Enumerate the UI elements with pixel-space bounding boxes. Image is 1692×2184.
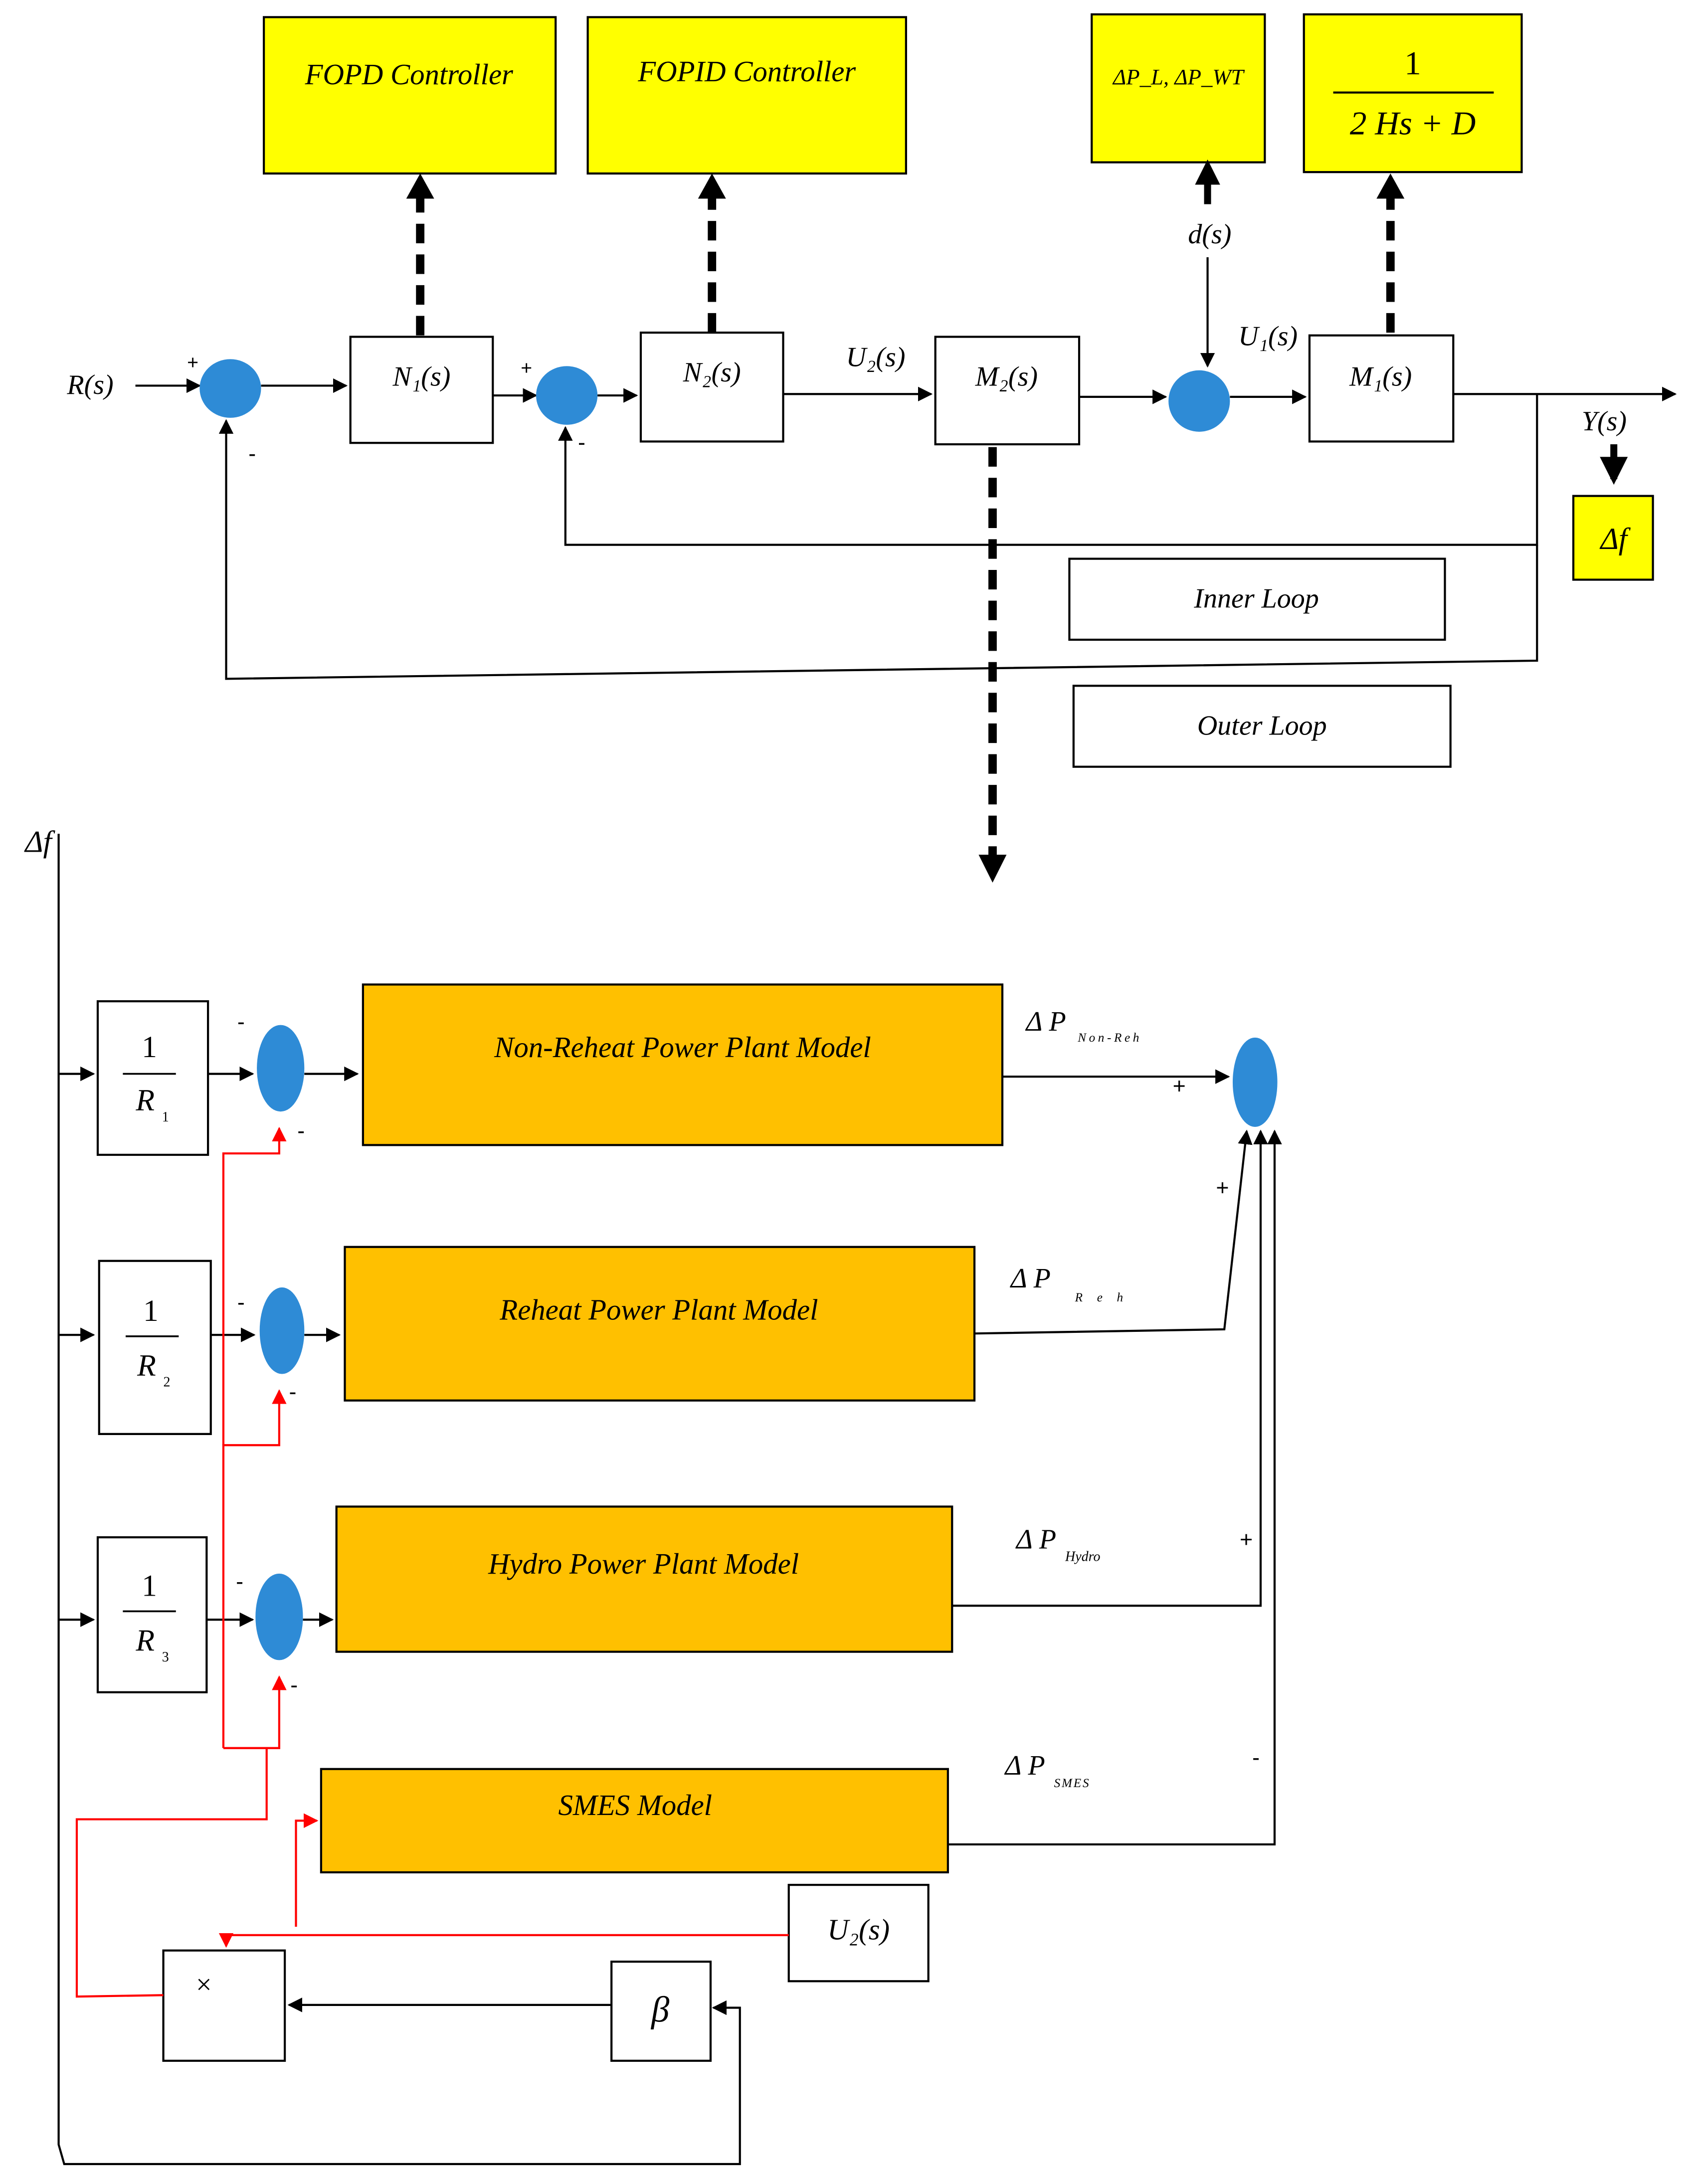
d-signal-label: d(s): [1188, 219, 1231, 250]
inner-loop-label-box: Inner Loop: [1068, 557, 1446, 641]
svg-text:Δ P: Δ P: [1004, 1750, 1045, 1781]
m2-block: M₂(s): [934, 336, 1081, 446]
delta-f-output-block: Δf: [1572, 495, 1654, 581]
u1-signal-label: U₁(s): [1238, 321, 1298, 352]
inner-feedback-line: [558, 394, 1538, 546]
svg-text:R: R: [135, 1083, 155, 1117]
svg-text:Δf: Δf: [1599, 522, 1631, 556]
hydro-plant-block: Hydro Power Plant Model: [335, 1505, 953, 1653]
smes-control-lines: [75, 1126, 789, 1998]
svg-text:Δ P: Δ P: [1025, 1006, 1066, 1037]
outer-summing-junction: [199, 359, 261, 418]
svg-text:N₂(s): N₂(s): [683, 357, 741, 388]
svg-text:M₁(s): M₁(s): [1349, 361, 1412, 392]
summing-junction-reheat: [259, 1287, 305, 1374]
svg-text:-: -: [578, 430, 585, 455]
svg-text:Δ P: Δ P: [1010, 1263, 1051, 1294]
fopd-controller-block: FOPD Controller: [263, 16, 557, 175]
svg-text:1: 1: [142, 1569, 157, 1603]
svg-text:R: R: [135, 1624, 155, 1657]
delta-f-bus: [57, 834, 741, 2166]
total-power-summing-junction: [1232, 1037, 1278, 1127]
disturbance-summing-junction: [1168, 370, 1230, 432]
delta-f-input-label: Δf: [23, 825, 55, 859]
svg-text:R: R: [137, 1348, 156, 1382]
svg-text:Hydro: Hydro: [1065, 1549, 1100, 1565]
svg-text:-: -: [290, 1672, 298, 1697]
output-label-non-reheat: Δ P Non-Reh: [1025, 1006, 1142, 1045]
svg-text:-: -: [297, 1118, 305, 1143]
fopid-controller-label: FOPID Controller: [637, 55, 856, 88]
svg-text:-: -: [236, 1569, 243, 1594]
svg-text:-: -: [1252, 1745, 1260, 1770]
fopd-controller-label: FOPD Controller: [305, 58, 514, 91]
smes-model-block: SMES Model: [320, 1768, 949, 1874]
n2-block: N₂(s): [639, 331, 784, 443]
svg-text:Inner Loop: Inner Loop: [1193, 583, 1318, 614]
svg-text:1: 1: [142, 1030, 157, 1064]
svg-text:β: β: [650, 1989, 670, 2029]
svg-text:+: +: [1216, 1175, 1229, 1200]
u2-input-block: U₂(s): [787, 1884, 930, 1983]
multiplier-block: ×: [162, 1949, 286, 2062]
svg-text:SMES Model: SMES Model: [559, 1789, 712, 1821]
svg-text:+: +: [1173, 1074, 1186, 1098]
svg-text:SMES: SMES: [1054, 1777, 1091, 1790]
svg-text:-: -: [248, 441, 256, 466]
summing-junction-hydro: [255, 1573, 303, 1660]
svg-text:R e h: R e h: [1075, 1291, 1129, 1304]
gain-block-r3: 1 R 3: [96, 1536, 208, 1693]
gain-block-r1: 1 R 1: [96, 1000, 209, 1156]
svg-text:1: 1: [143, 1294, 159, 1328]
r-signal-label: R(s): [66, 369, 113, 400]
svg-text:Reheat Power Plant Model: Reheat Power Plant Model: [499, 1293, 818, 1326]
n1-block: N₁(s): [349, 336, 494, 444]
svg-text:U₂(s): U₂(s): [827, 1913, 890, 1946]
svg-text:-: -: [237, 1290, 245, 1315]
svg-text:×: ×: [196, 1969, 212, 2000]
disturbance-block: ΔP_L, ΔP_WT: [1091, 13, 1266, 164]
svg-text:3: 3: [162, 1649, 169, 1665]
svg-text:Δ P: Δ P: [1015, 1524, 1056, 1555]
svg-text:M₂(s): M₂(s): [975, 361, 1038, 392]
gain-block-r2: 1 R 2: [98, 1260, 212, 1435]
svg-text:Non-Reh: Non-Reh: [1077, 1031, 1142, 1045]
inner-summing-junction: [536, 366, 598, 425]
fopid-controller-block: FOPID Controller: [586, 16, 907, 175]
inertia-denominator: 2 Hs + D: [1350, 105, 1476, 142]
output-label-hydro: Δ P Hydro: [1015, 1524, 1100, 1564]
inertia-numerator: 1: [1404, 44, 1421, 82]
non-reheat-plant-block: Non-Reheat Power Plant Model: [362, 983, 1004, 1146]
svg-text:+: +: [521, 358, 532, 379]
svg-text:1: 1: [162, 1109, 169, 1125]
output-label-smes: Δ P SMES: [1004, 1750, 1091, 1790]
inertia-block: 1 2 Hs + D: [1303, 13, 1523, 174]
svg-text:Hydro Power Plant Model: Hydro Power Plant Model: [488, 1548, 799, 1580]
beta-block: β: [610, 1960, 712, 2062]
output-label-reheat: Δ P R e h: [1010, 1263, 1129, 1304]
svg-text:N₁(s): N₁(s): [392, 361, 451, 392]
m1-block: M₁(s): [1308, 334, 1455, 443]
svg-text:+: +: [1240, 1527, 1253, 1552]
outer-loop-label-box: Outer Loop: [1072, 685, 1452, 768]
svg-text:-: -: [289, 1379, 296, 1404]
svg-text:2: 2: [164, 1375, 171, 1390]
svg-text:-: -: [237, 1009, 245, 1034]
summing-junction-non-reheat: [257, 1025, 305, 1112]
svg-text:+: +: [187, 352, 198, 373]
y-signal-label: Y(s): [1582, 406, 1627, 437]
disturbance-label: ΔP_L, ΔP_WT: [1112, 64, 1245, 89]
svg-text:Non-Reheat Power Plant Model: Non-Reheat Power Plant Model: [494, 1031, 871, 1064]
svg-text:Outer Loop: Outer Loop: [1197, 710, 1327, 741]
reheat-plant-block: Reheat Power Plant Model: [344, 1246, 976, 1402]
outer-feedback-line: [218, 419, 1538, 680]
u2-signal-label: U₂(s): [846, 342, 906, 372]
